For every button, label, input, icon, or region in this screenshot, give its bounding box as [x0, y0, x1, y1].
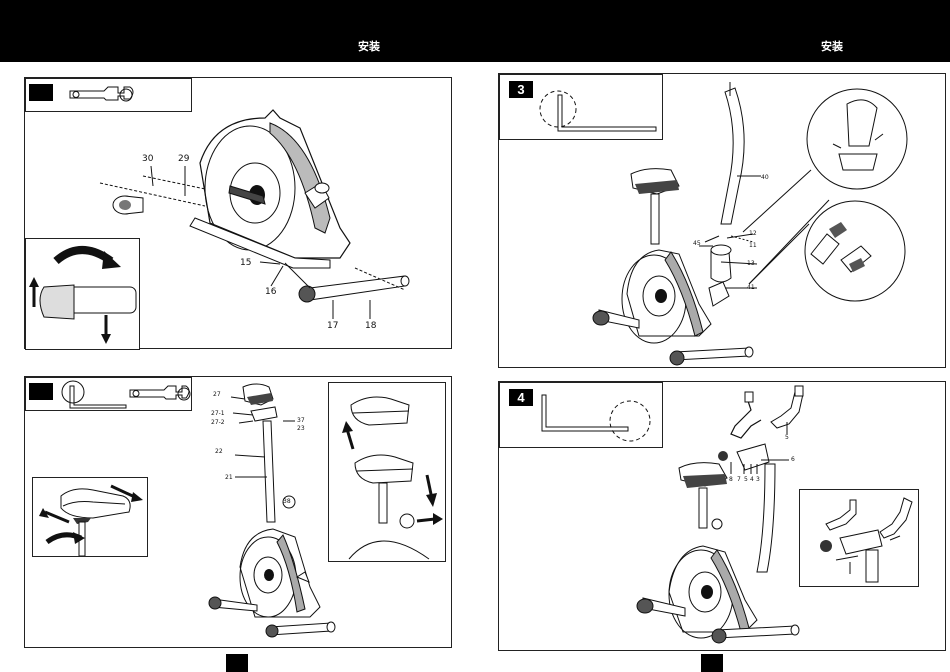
part-label: 27-1	[211, 410, 225, 417]
part-label: 23	[297, 425, 305, 432]
part-label: 41	[747, 284, 755, 291]
part-label: 22	[215, 448, 223, 455]
part-label: 37	[297, 417, 305, 424]
part-label: 45	[693, 240, 701, 247]
step2-panel: 27 27-1 27-2 37 23 22 21 38	[24, 376, 452, 648]
part-label: 7	[737, 476, 741, 483]
part-label: 3	[756, 476, 760, 483]
part-label: 6	[791, 456, 795, 463]
part-label: 4	[750, 476, 754, 483]
step3-panel: 3	[498, 73, 946, 368]
left-page-number-tab	[226, 654, 248, 672]
right-page-title: 安装	[821, 38, 843, 54]
handlebar-detail-drawing	[800, 490, 919, 587]
right-page-number-tab	[701, 654, 723, 672]
part-label: 18	[365, 321, 376, 331]
part-label: 21	[225, 474, 233, 481]
part-label: 40	[761, 174, 769, 181]
arrow-icon	[102, 251, 121, 269]
left-page-title: 安装	[358, 38, 380, 54]
part-label: 16	[265, 287, 276, 297]
part-label: 27	[213, 391, 221, 398]
part-label: 5	[785, 434, 789, 441]
height-adjust-drawing	[329, 383, 446, 562]
part-label: 27-2	[211, 419, 225, 426]
part-label: 5	[744, 476, 748, 483]
step3-drawing	[499, 74, 947, 369]
step4-panel: 4	[498, 381, 946, 651]
part-label: 15	[240, 258, 251, 268]
top-header-bar: 安装 安装	[0, 0, 950, 62]
part-label: 11	[749, 242, 757, 249]
part-label: 29	[178, 154, 189, 164]
part-label: 38	[283, 498, 291, 505]
part-label: 8	[729, 476, 733, 483]
part-label: 30	[142, 154, 153, 164]
rotate-detail-drawing	[26, 239, 140, 350]
step4-detail-inset	[799, 489, 919, 587]
step2-height-inset	[328, 382, 446, 562]
step1-panel: 30 29 15 16 17 18	[24, 77, 452, 349]
part-label: 17	[327, 321, 338, 331]
step1-detail-inset	[25, 238, 140, 350]
part-label: 13	[747, 260, 755, 267]
part-label: 12	[749, 230, 757, 237]
